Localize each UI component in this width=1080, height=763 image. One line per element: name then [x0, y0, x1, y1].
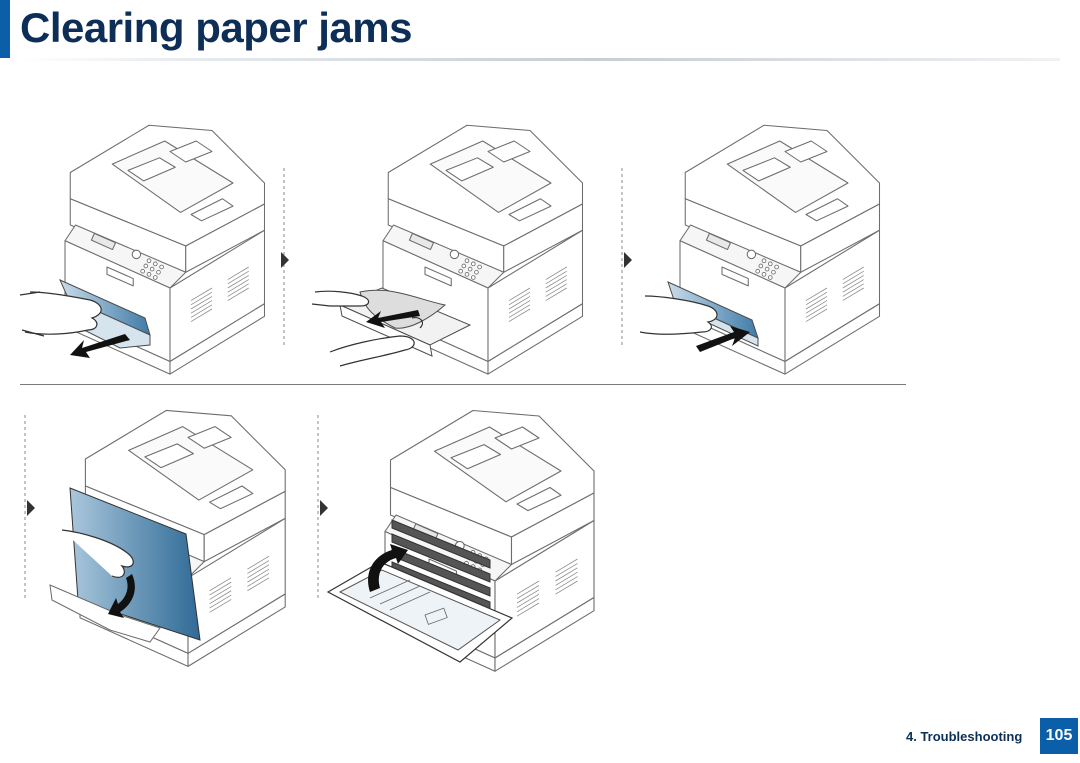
step-5-illustration	[317, 409, 595, 672]
page-number-badge: 105	[1040, 718, 1078, 754]
page-title: Clearing paper jams	[20, 4, 412, 51]
footer-section-label: 4. Troubleshooting	[906, 729, 1023, 744]
step-3-illustration	[639, 124, 881, 375]
step-2-illustration	[311, 124, 584, 375]
step-arrow-icon	[281, 252, 289, 268]
title-accent-bar	[0, 0, 10, 58]
step-arrow-icon	[624, 252, 632, 268]
title-underline	[20, 58, 1060, 61]
step-1-illustration	[19, 124, 266, 375]
step-4-illustration	[24, 409, 286, 667]
section-divider	[20, 384, 906, 385]
